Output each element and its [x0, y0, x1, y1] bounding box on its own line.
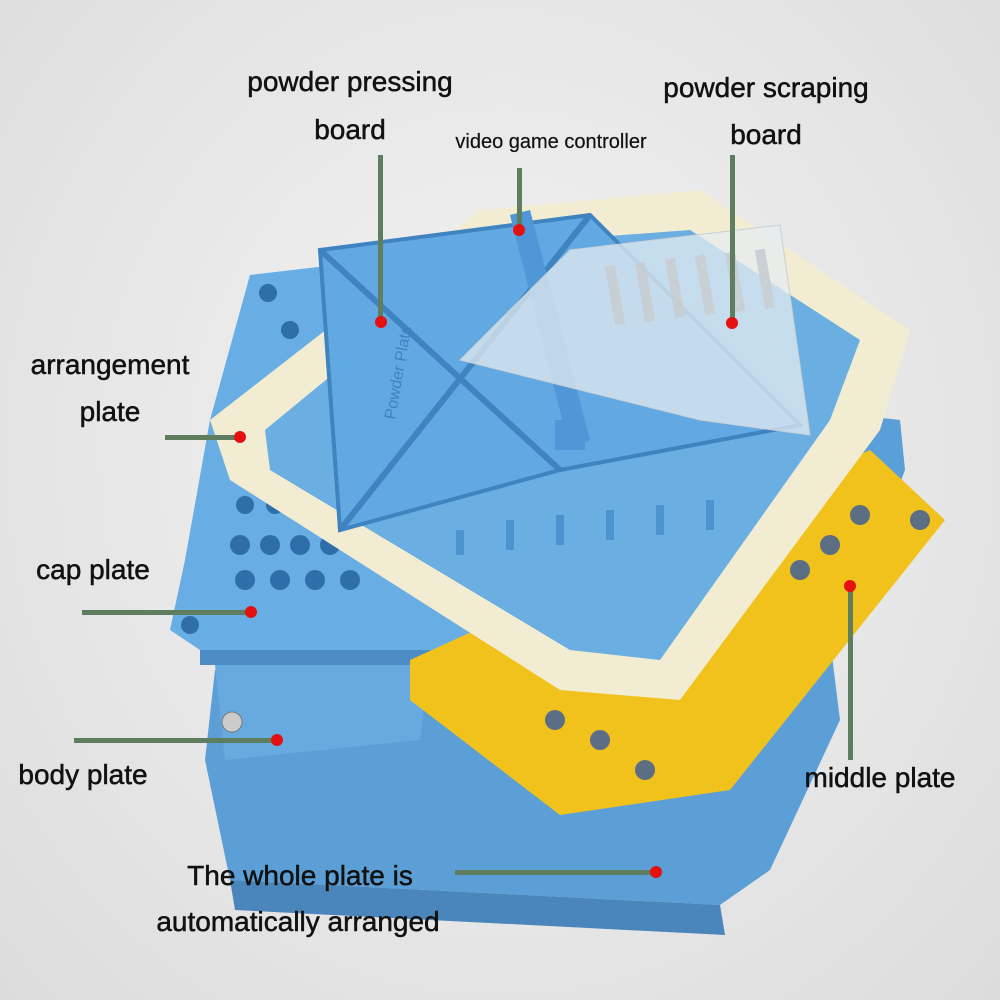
- label-powder-scraping-board-line2: board: [730, 119, 802, 150]
- leader-line: [517, 168, 522, 230]
- label-arrangement-plate-line1: arrangement: [30, 349, 190, 380]
- marker-dot: [375, 316, 387, 328]
- leader-line: [455, 870, 655, 875]
- leader-line: [848, 587, 853, 760]
- leader-line: [730, 155, 735, 323]
- leader-line: [378, 155, 383, 322]
- label-video-game-controller: video game controller: [455, 131, 647, 153]
- label-powder-pressing-board-line2: board: [314, 114, 386, 145]
- marker-dot: [234, 431, 246, 443]
- marker-dot: [726, 317, 738, 329]
- marker-dot: [513, 224, 525, 236]
- label-whole-plate-line2: automatically arranged: [156, 906, 440, 937]
- scraper-shape: [459, 224, 811, 436]
- cap-plate-holes: [181, 284, 360, 634]
- label-powder-scraping-board-line1: powder scraping: [663, 72, 869, 103]
- leader-line: [165, 435, 240, 440]
- marker-dot: [245, 606, 257, 618]
- label-powder-pressing-board-line1: powder pressing: [247, 66, 453, 97]
- marker-dot: [271, 734, 283, 746]
- label-body-plate: body plate: [18, 759, 148, 790]
- marker-dot: [844, 580, 856, 592]
- label-middle-plate: middle plate: [804, 762, 956, 793]
- label-arrangement-plate-line2: plate: [79, 396, 141, 427]
- body-plate-shape: [215, 650, 430, 760]
- leader-line: [74, 738, 276, 743]
- label-cap-plate: cap plate: [36, 554, 150, 585]
- leader-line: [82, 610, 250, 615]
- label-whole-plate-line1: The whole plate is: [187, 860, 413, 891]
- marker-dot: [650, 866, 662, 878]
